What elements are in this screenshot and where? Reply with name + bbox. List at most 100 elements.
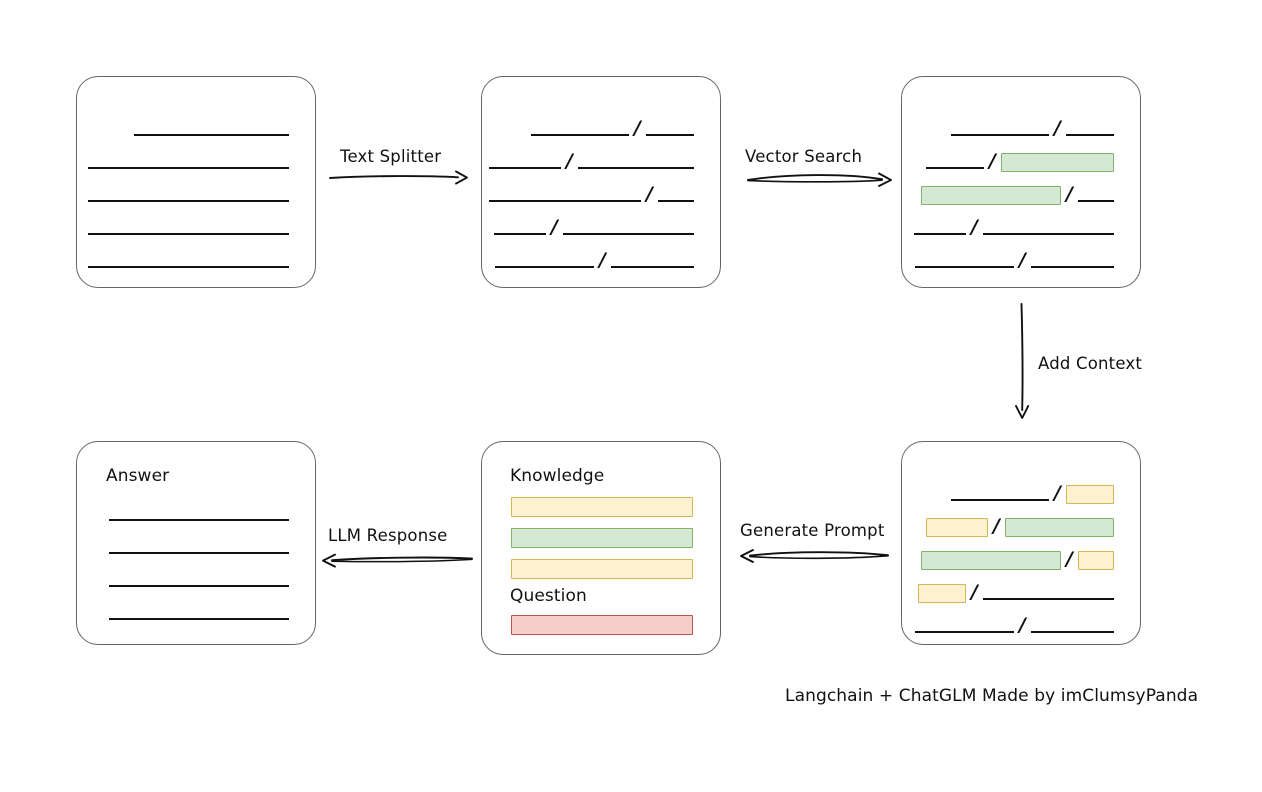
slash-separator: / bbox=[566, 149, 573, 172]
text-rule bbox=[88, 167, 289, 169]
chunk-highlight-yellow bbox=[918, 583, 967, 603]
text-line: / bbox=[482, 149, 694, 172]
arrow-llm-response bbox=[322, 553, 473, 568]
text-rule bbox=[495, 266, 595, 268]
chunk-highlight-green bbox=[921, 185, 1062, 205]
text-line: / bbox=[902, 248, 1114, 271]
question-bar-1 bbox=[511, 615, 693, 635]
text-rule bbox=[109, 618, 289, 620]
text-rule bbox=[109, 552, 289, 554]
text-rule bbox=[489, 200, 642, 202]
arrow-label-vector-search: Vector Search bbox=[745, 147, 863, 166]
text-rule bbox=[983, 598, 1114, 600]
text-rule bbox=[951, 134, 1050, 136]
knowledge-bar-1 bbox=[511, 497, 693, 517]
text-line: / bbox=[902, 547, 1114, 570]
text-rule bbox=[983, 233, 1114, 235]
slash-separator: / bbox=[599, 248, 606, 271]
slash-separator: / bbox=[1019, 613, 1026, 636]
text-line: / bbox=[902, 613, 1114, 636]
question-heading: Question bbox=[510, 586, 587, 606]
text-rule bbox=[951, 499, 1050, 501]
slash-separator: / bbox=[1019, 248, 1026, 271]
card-generated-prompt: Knowledge Question bbox=[481, 441, 721, 655]
slash-separator: / bbox=[989, 149, 996, 172]
arrow-label-generate-prompt: Generate Prompt bbox=[740, 521, 885, 540]
text-rule bbox=[658, 200, 694, 202]
chunk-highlight-green bbox=[1005, 517, 1114, 537]
arrow-label-text-splitter: Text Splitter bbox=[340, 147, 442, 166]
slash-separator: / bbox=[1054, 481, 1061, 504]
slash-separator: / bbox=[971, 580, 978, 603]
card-split-chunks: / / / / / bbox=[481, 76, 721, 288]
knowledge-bar-2 bbox=[511, 528, 693, 548]
arrow-add-context bbox=[1015, 303, 1030, 419]
chunk-highlight-yellow bbox=[926, 517, 989, 537]
slash-separator: / bbox=[646, 182, 653, 205]
text-line: / bbox=[482, 215, 694, 238]
card-answer: Answer bbox=[76, 441, 316, 645]
knowledge-bar-3 bbox=[511, 559, 693, 579]
chunk-highlight-yellow bbox=[1078, 550, 1114, 570]
text-rule bbox=[88, 266, 289, 268]
text-rule bbox=[915, 266, 1015, 268]
text-rule bbox=[914, 233, 967, 235]
text-rule bbox=[489, 167, 562, 169]
split-chunks-lines: / / / / / bbox=[482, 77, 720, 287]
slash-separator: / bbox=[634, 116, 641, 139]
arrow-generate-prompt bbox=[740, 549, 889, 563]
text-line bbox=[77, 185, 289, 205]
text-rule bbox=[1031, 266, 1114, 268]
text-rule bbox=[1031, 631, 1114, 633]
text-rule bbox=[578, 167, 694, 169]
arrow-label-add-context: Add Context bbox=[1038, 354, 1143, 373]
text-rule bbox=[531, 134, 630, 136]
text-rule bbox=[926, 167, 985, 169]
text-line: / bbox=[902, 580, 1114, 603]
slash-separator: / bbox=[993, 514, 1000, 537]
text-line bbox=[77, 603, 289, 623]
source-document-lines bbox=[77, 77, 315, 287]
text-line: / bbox=[902, 116, 1114, 139]
matched-chunks-lines: / / / / / bbox=[902, 77, 1140, 287]
text-rule bbox=[109, 585, 289, 587]
text-line bbox=[77, 152, 289, 172]
text-line: / bbox=[482, 248, 694, 271]
knowledge-heading: Knowledge bbox=[510, 466, 605, 486]
footer-credit: Langchain + ChatGLM Made by imClumsyPand… bbox=[785, 686, 1199, 706]
slash-separator: / bbox=[1066, 182, 1073, 205]
chunk-highlight-yellow bbox=[1066, 484, 1114, 504]
text-line bbox=[77, 251, 289, 271]
text-rule bbox=[563, 233, 694, 235]
text-rule bbox=[494, 233, 547, 235]
text-rule bbox=[134, 134, 289, 136]
arrow-vector-search bbox=[747, 172, 892, 187]
text-line: / bbox=[902, 182, 1114, 205]
text-line bbox=[77, 218, 289, 238]
text-line: / bbox=[482, 182, 694, 205]
text-line: / bbox=[902, 481, 1114, 504]
text-line: / bbox=[902, 514, 1114, 537]
answer-lines bbox=[77, 442, 315, 644]
text-line bbox=[77, 504, 289, 524]
text-rule bbox=[915, 631, 1015, 633]
card-matched-chunks: / / / / / bbox=[901, 76, 1141, 288]
text-rule bbox=[1066, 134, 1114, 136]
text-line: / bbox=[902, 149, 1114, 172]
card-context-chunks: / / / / / bbox=[901, 441, 1141, 645]
text-line bbox=[77, 570, 289, 590]
card-source-document bbox=[76, 76, 316, 288]
slash-separator: / bbox=[1054, 116, 1061, 139]
arrow-text-splitter bbox=[329, 170, 468, 185]
text-line bbox=[77, 119, 289, 139]
answer-heading: Answer bbox=[106, 466, 170, 486]
text-rule bbox=[88, 200, 289, 202]
slash-separator: / bbox=[971, 215, 978, 238]
text-rule bbox=[88, 233, 289, 235]
text-rule bbox=[646, 134, 694, 136]
slash-separator: / bbox=[1066, 547, 1073, 570]
chunk-highlight-green bbox=[921, 550, 1062, 570]
slash-separator: / bbox=[551, 215, 558, 238]
chunk-highlight-green bbox=[1001, 152, 1114, 172]
